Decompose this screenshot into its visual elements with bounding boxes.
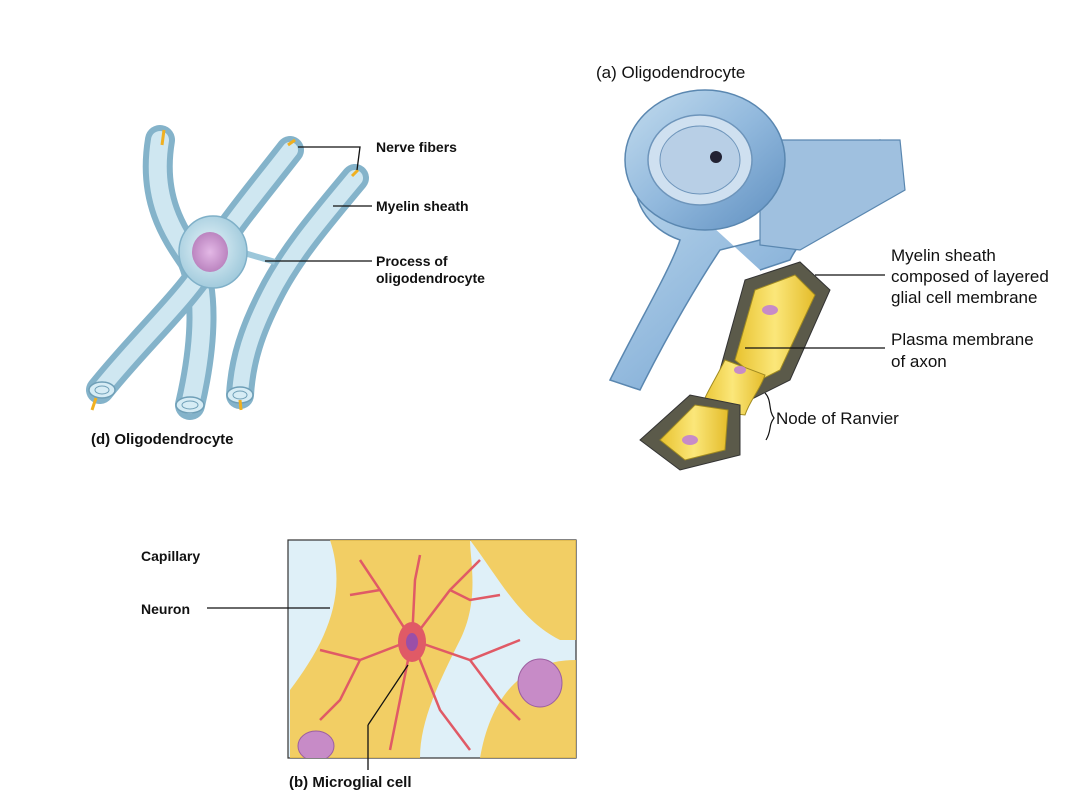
process-label-line1: Process of [376, 253, 448, 269]
plasma-membrane-label-line1: Plasma membrane [891, 330, 1034, 349]
myelin-sheath-a-label-line2: composed of layered [891, 267, 1049, 286]
myelin-sheath-a-label-line1: Myelin sheath [891, 246, 996, 265]
panel-b-caption: (b) Microglial cell [289, 774, 412, 791]
neuron-label: Neuron [141, 601, 190, 617]
myelin-sheath-a-label-line3: glial cell membrane [891, 288, 1038, 307]
nerve-fibers-label: Nerve fibers [376, 139, 457, 155]
oligodendrocyte-a-illustration [608, 89, 906, 471]
capillary-label: Capillary [141, 548, 201, 564]
microglia-b-illustration [207, 539, 577, 770]
myelin-sheath-d-label: Myelin sheath [376, 198, 469, 214]
panel-a-caption: (a) Oligodendrocyte [596, 63, 746, 82]
plasma-membrane-label-line2: of axon [891, 352, 947, 371]
oligodendrocyte-d-illustration [86, 125, 372, 420]
panel-d-caption: (d) Oligodendrocyte [91, 431, 234, 448]
process-label-line2: oligodendrocyte [376, 270, 485, 286]
node-of-ranvier-label: Node of Ranvier [776, 409, 899, 428]
